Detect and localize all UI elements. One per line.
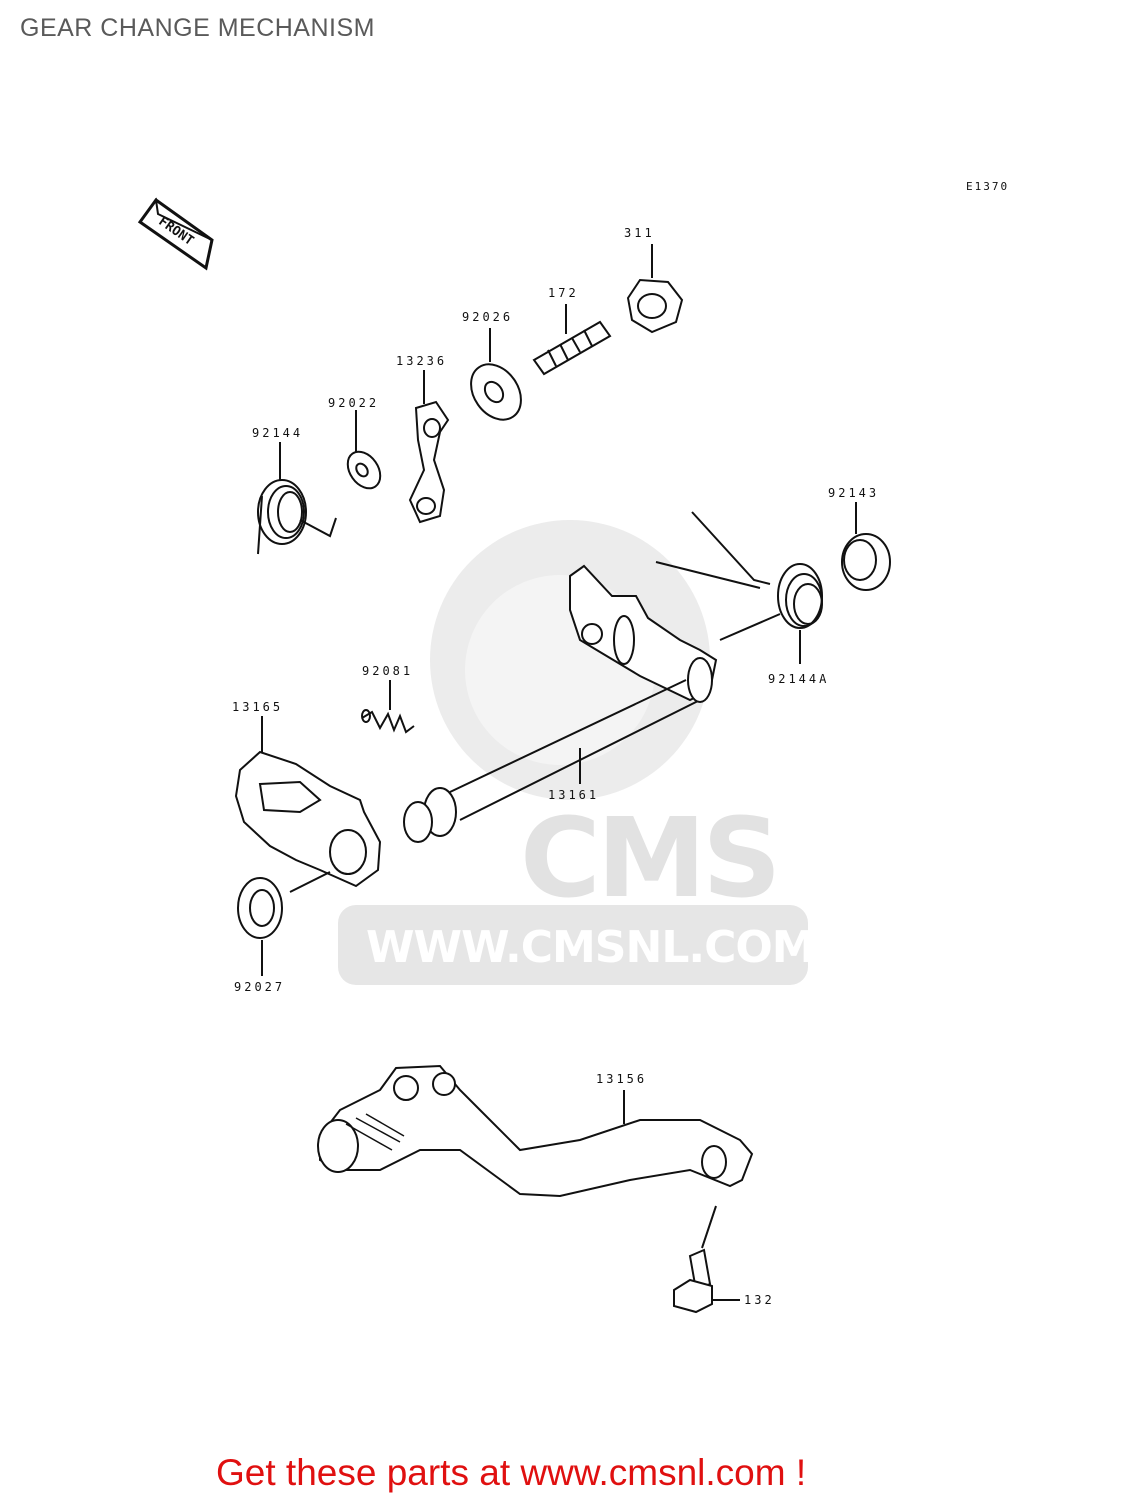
collar-92143	[841, 502, 891, 591]
nut-311	[626, 244, 684, 334]
part-label-13236[interactable]: 13236	[396, 354, 448, 368]
part-label-92027[interactable]: 92027	[234, 980, 286, 994]
pedal-13156	[317, 1064, 754, 1198]
part-label-13156[interactable]: 13156	[596, 1072, 648, 1086]
spring-92144A	[655, 511, 823, 664]
part-label-92022[interactable]: 92022	[328, 396, 380, 410]
part-label-172[interactable]: 172	[548, 286, 579, 300]
spring-92081	[361, 680, 415, 734]
part-label-92026[interactable]: 92026	[462, 310, 514, 324]
watermark-brand: CMS	[520, 794, 781, 922]
cta-link[interactable]: Get these parts at www.cmsnl.com !	[216, 1452, 807, 1493]
part-label-13161[interactable]: 13161	[548, 788, 600, 802]
part-label-92144[interactable]: 92144	[252, 426, 304, 440]
watermark-url: WWW.CMSNL.COM	[366, 922, 816, 973]
shaft-13161	[403, 564, 718, 843]
front-arrow-icon: FRONT	[137, 197, 214, 271]
part-label-13165[interactable]: 13165	[232, 700, 284, 714]
washer-92026	[470, 328, 522, 421]
spring-92144	[257, 442, 337, 555]
washer-92022	[346, 410, 382, 490]
part-label-132[interactable]: 132	[744, 1293, 775, 1307]
part-label-311[interactable]: 311	[624, 226, 655, 240]
lever-13236	[408, 370, 450, 524]
plate-13165	[234, 716, 382, 893]
part-label-92143[interactable]: 92143	[828, 486, 880, 500]
part-label-92144A[interactable]: 92144A	[768, 672, 830, 686]
part-label-92081[interactable]: 92081	[362, 664, 414, 678]
diagram-code: E1370	[966, 180, 1010, 193]
bolt-132	[673, 1205, 740, 1314]
page-title: GEAR CHANGE MECHANISM	[20, 14, 375, 42]
stud-172	[532, 304, 612, 376]
washer-92027	[237, 877, 283, 976]
